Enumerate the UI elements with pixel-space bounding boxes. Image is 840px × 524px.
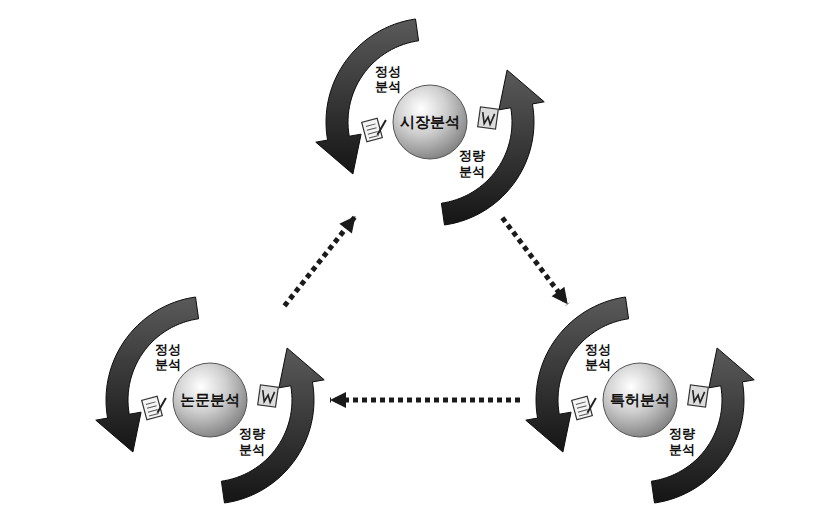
topic-sphere: 시장분석: [392, 84, 468, 160]
topic-sphere: 논문분석: [172, 362, 248, 438]
flow-arrow: [330, 398, 520, 403]
topic-label: 특허분석: [610, 391, 670, 410]
analysis-label: 정량 분석: [239, 427, 265, 458]
document-icon: [362, 116, 390, 142]
analysis-label: 정성 분석: [585, 342, 611, 373]
cycle-ring: 정성 분석정량 분석 특허분석: [524, 284, 756, 516]
flow-arrow: [284, 216, 355, 306]
analysis-label: 정성 분석: [375, 64, 401, 95]
analysis-label: 정량 분석: [669, 427, 695, 458]
chart-icon: [258, 385, 279, 407]
topic-sphere: 특허분석: [602, 362, 678, 438]
analysis-label: 정성 분석: [155, 342, 181, 373]
document-icon: [572, 394, 600, 420]
chart-icon: [688, 385, 709, 407]
chart-icon: [478, 107, 499, 129]
analysis-label: 정량 분석: [459, 149, 485, 180]
cycle-ring: 정성 분석정량 분석 논문분석: [94, 284, 326, 516]
document-icon: [142, 394, 170, 420]
topic-label: 논문분석: [180, 391, 240, 410]
flow-arrow: [502, 218, 567, 304]
cycle-ring: 정성 분석정량 분석 시장분석: [314, 6, 546, 238]
topic-label: 시장분석: [400, 113, 460, 132]
